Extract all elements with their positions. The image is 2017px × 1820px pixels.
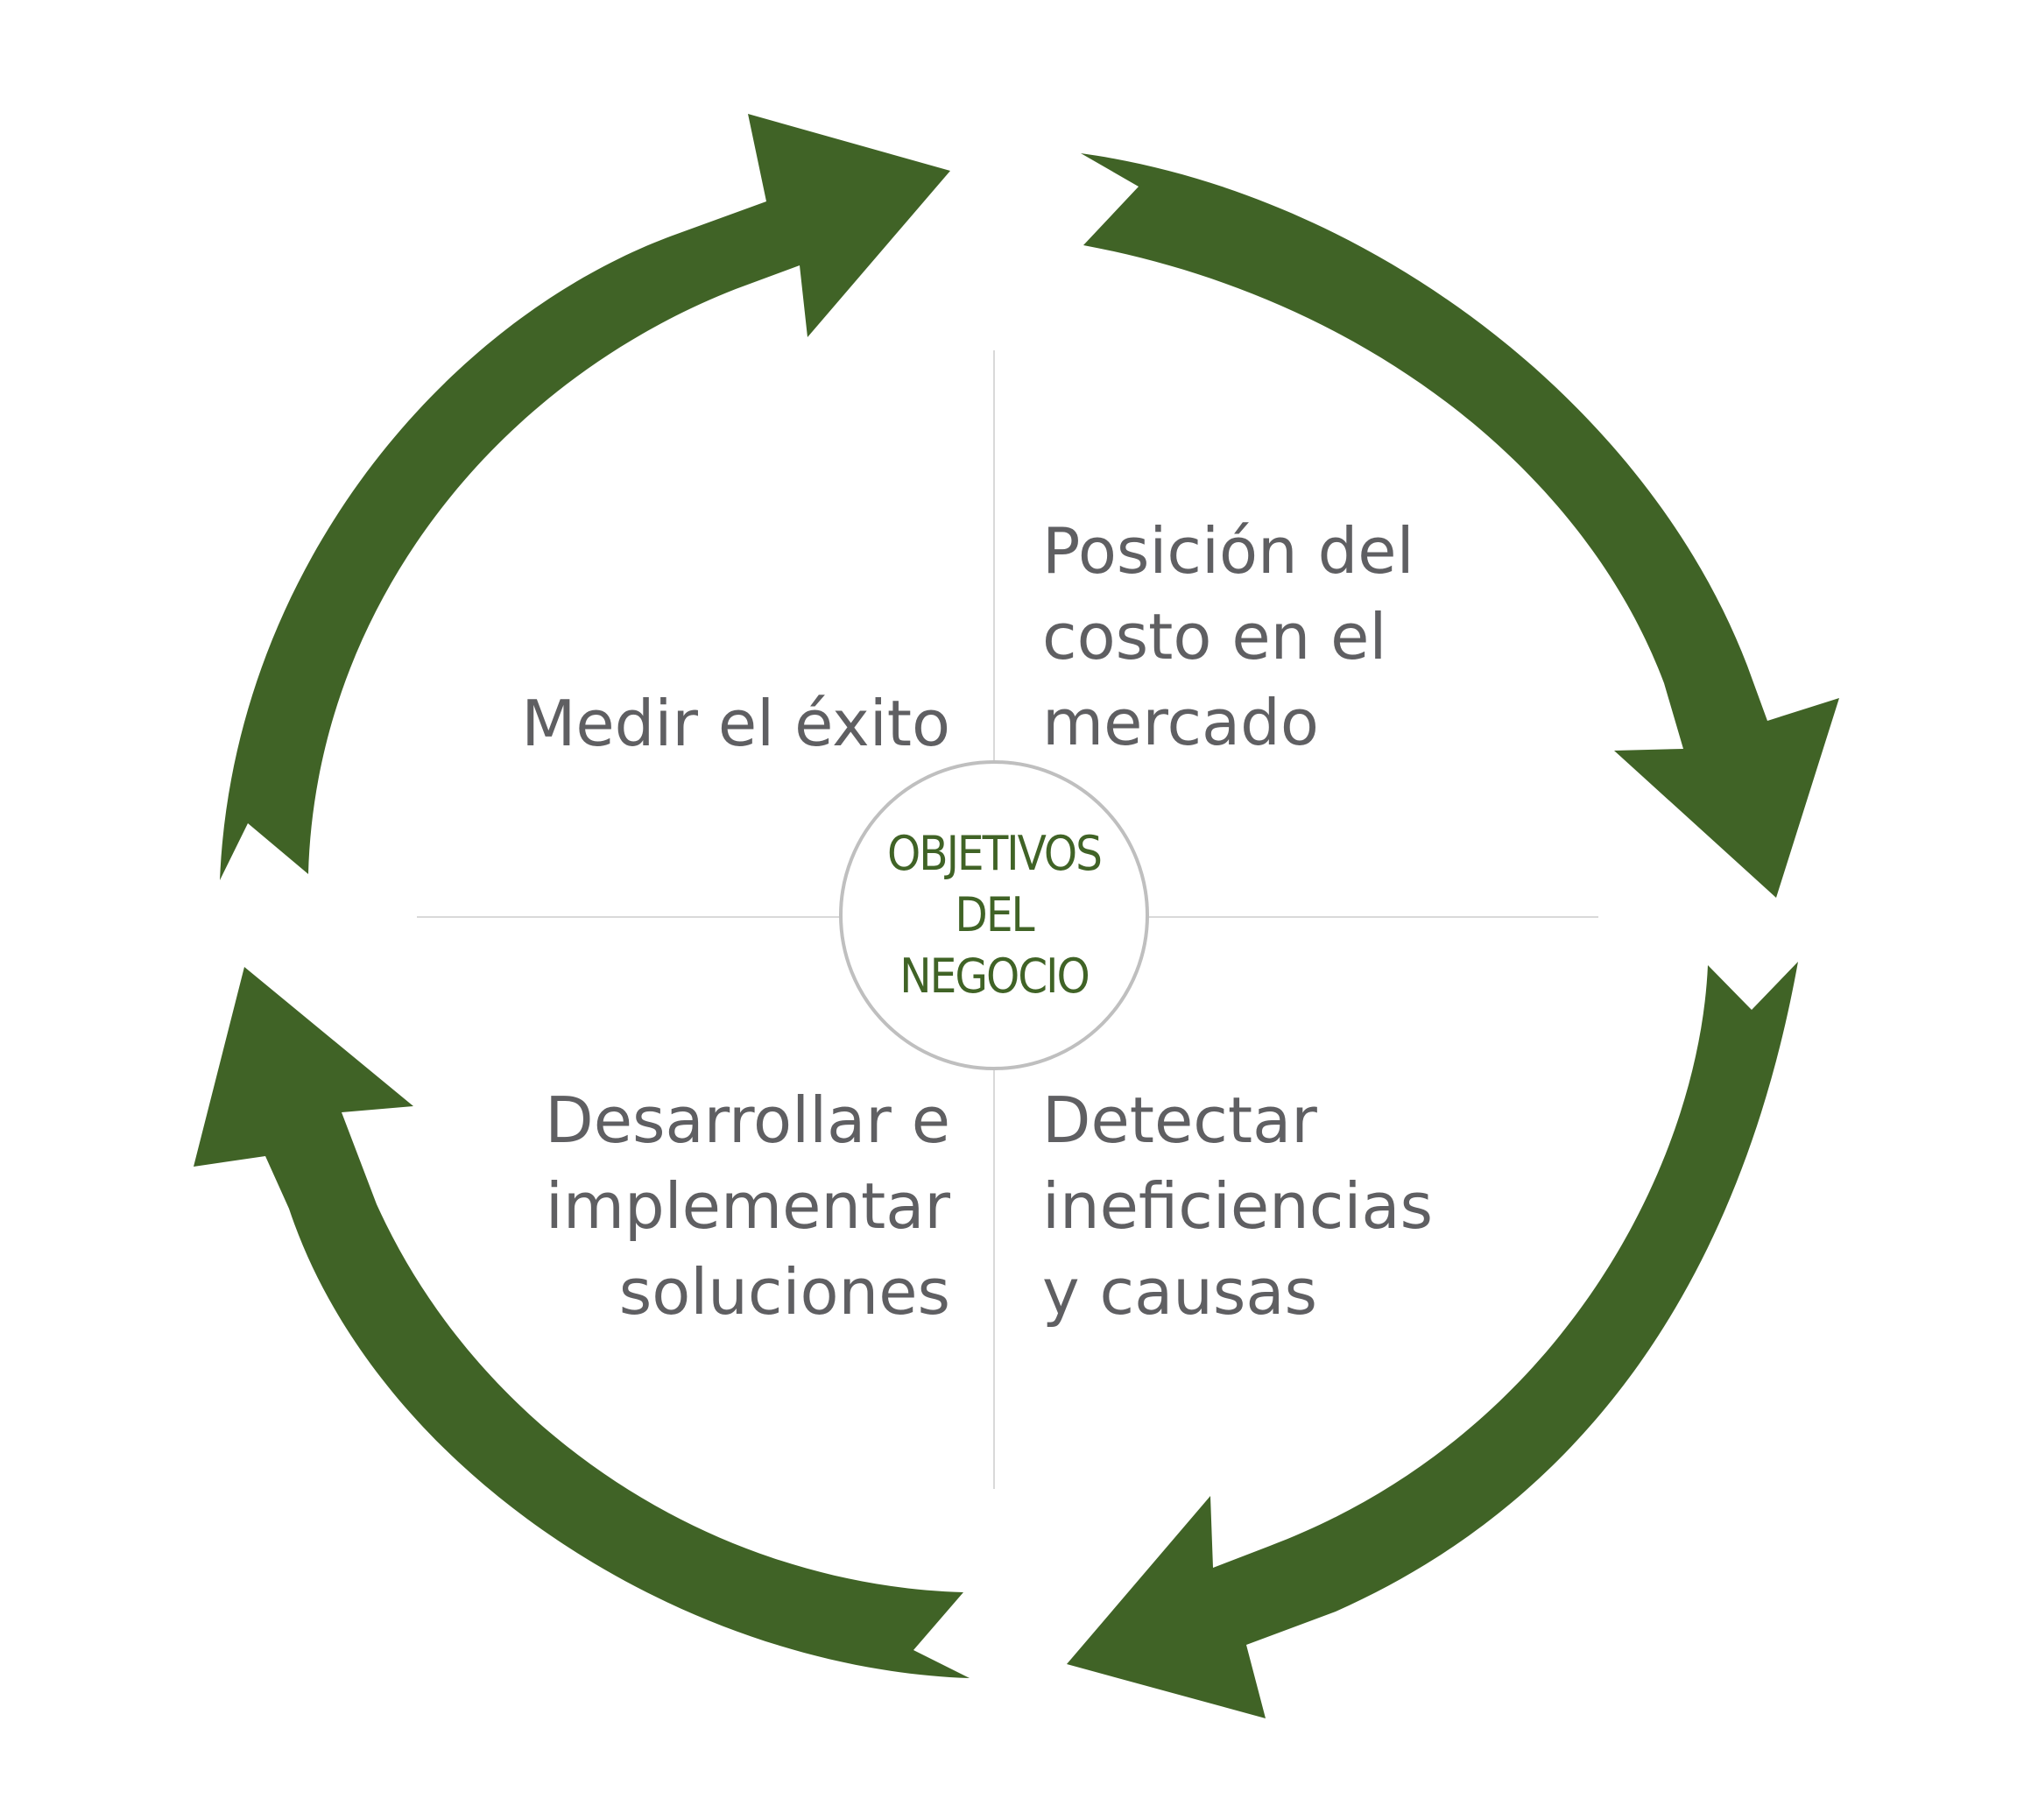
label-line: Detectar [1042,1083,1317,1157]
arrow-top-left-icon [220,114,950,880]
center-line: NEGOCIO [899,949,1090,1004]
label-line: costo en el [1042,600,1387,674]
label-line: Posición del [1042,514,1414,588]
center-title: OBJETIVOS DEL NEGOCIO [841,823,1147,1007]
label-line: soluciones [618,1255,950,1329]
arrow-bottom-right-icon [1067,962,1798,1718]
arrow-top-right-icon [1081,153,1839,898]
label-line: ineficiencias [1042,1169,1434,1243]
center-hub [839,760,1149,1070]
label-line: Desarrollar e [545,1083,950,1157]
label-detect-inefficiencies: Detectar ineficiencias y causas [1042,1077,1433,1335]
label-measure-success: Medir el éxito [521,681,950,766]
center-line: DEL [955,887,1034,942]
center-line: OBJETIVOS [887,826,1103,881]
label-line: y causas [1042,1255,1317,1329]
arrow-bottom-left-icon [194,967,970,1678]
label-line: Medir el éxito [521,687,950,760]
label-line: implementar [545,1169,950,1243]
label-develop-solutions: Desarrollar e implementar soluciones [545,1077,950,1335]
label-cost-position: Posición del costo en el mercado [1042,508,1414,765]
label-line: mercado [1042,686,1319,759]
